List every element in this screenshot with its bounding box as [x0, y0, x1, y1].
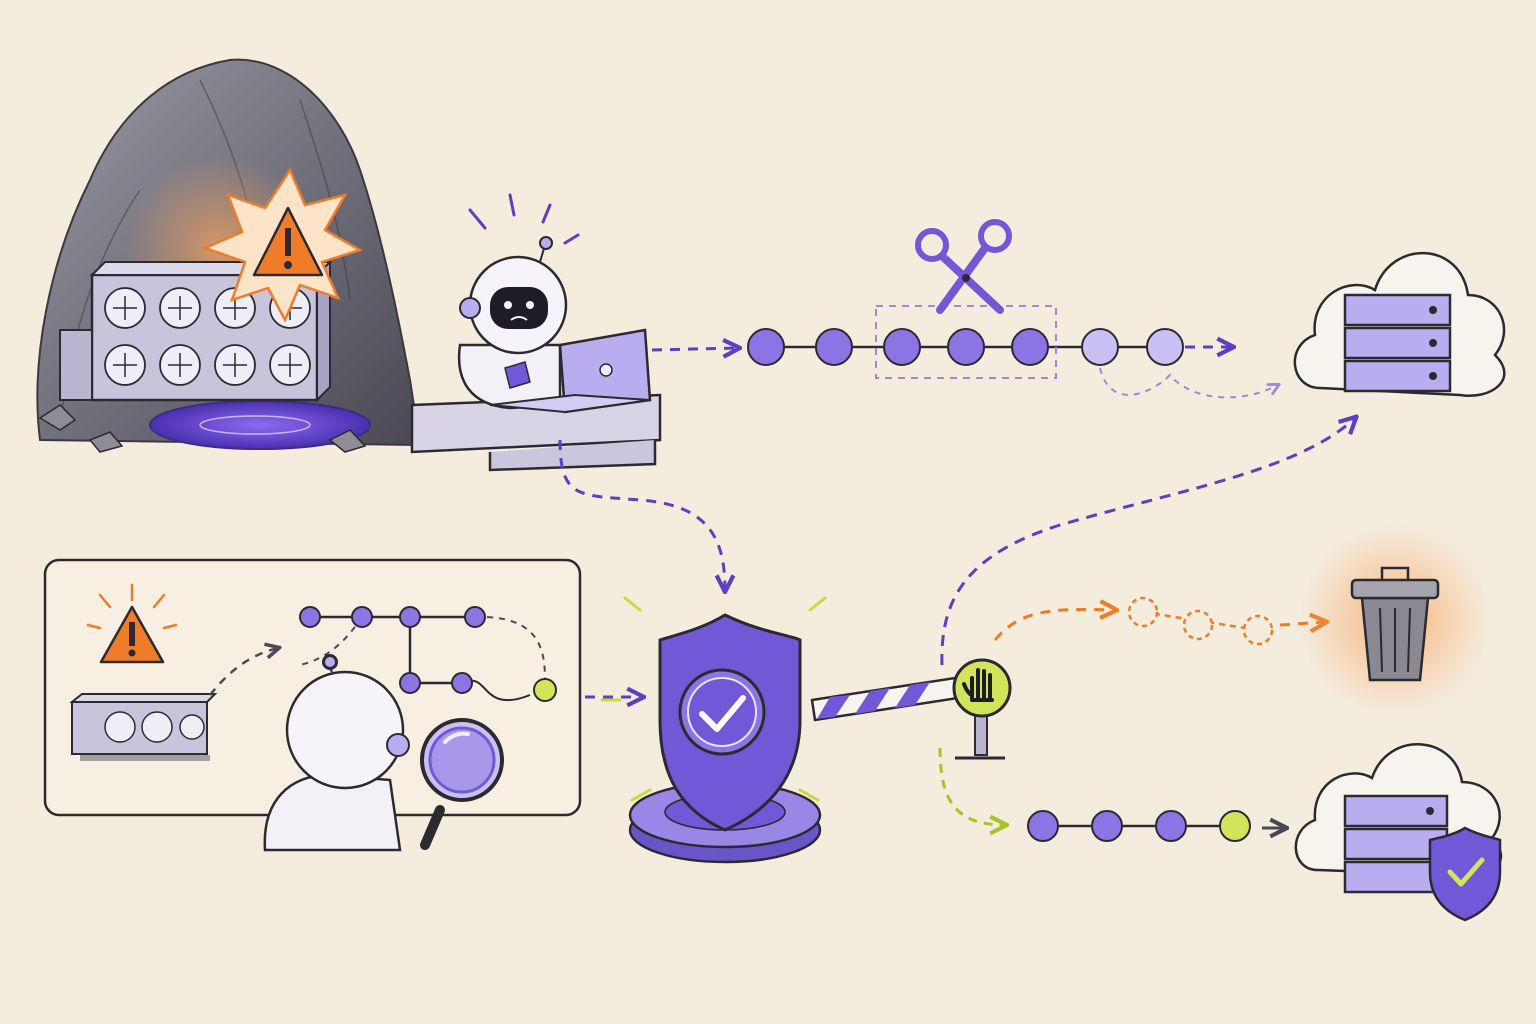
- cloud-server-icon: [1294, 743, 1503, 922]
- flow-arrow: [940, 418, 1355, 666]
- graph-node: [464, 606, 486, 628]
- graph-node: [399, 606, 421, 628]
- shield-check-icon: [658, 613, 802, 832]
- validation-gate: [600, 596, 1012, 864]
- robot-icon: [263, 655, 410, 852]
- trash-can-icon: [1300, 525, 1490, 715]
- cut-selection-box: [875, 305, 1057, 379]
- warning-icon: [86, 583, 178, 664]
- cloud-server-icon: [1293, 251, 1506, 398]
- chain-node: [1091, 810, 1123, 842]
- graph-node: [299, 606, 321, 628]
- cave-server-failure: [36, 58, 422, 453]
- chain-node: [1027, 810, 1059, 842]
- robot-icon: [457, 236, 568, 410]
- flow-arrow: [651, 348, 738, 350]
- inspection-panel: [43, 558, 582, 852]
- warning-icon: [201, 167, 364, 323]
- robot-at-laptop: [410, 193, 662, 472]
- accept-arrow: [938, 747, 1005, 825]
- reject-arrow: [993, 609, 1115, 641]
- server-rack-icon: [69, 693, 218, 761]
- flow-arrow: [558, 439, 725, 590]
- laptop-icon: [489, 328, 652, 414]
- chain-node: [815, 328, 853, 366]
- chain-node: [1155, 810, 1187, 842]
- barrier-arm: [810, 658, 1012, 760]
- magnifier-icon: [420, 718, 504, 850]
- shield-check-icon: [1428, 826, 1502, 922]
- rejected-chain: [1127, 596, 1325, 646]
- chain-node: [1219, 810, 1251, 842]
- graph-node: [399, 672, 421, 694]
- chain-node: [947, 328, 985, 366]
- chain-node: [1182, 609, 1214, 641]
- accepted-chain: [1027, 810, 1285, 842]
- chain-node: [1127, 596, 1159, 628]
- scissors-icon: [915, 219, 1012, 314]
- graph-node: [351, 606, 373, 628]
- chain-node: [747, 328, 785, 366]
- graph-node: [451, 672, 473, 694]
- chain-node: [1081, 328, 1119, 366]
- chain-node: [883, 328, 921, 366]
- graph-node: [533, 678, 557, 702]
- top-chain: [747, 219, 1278, 399]
- chain-node: [1146, 328, 1184, 366]
- chain-node: [1011, 328, 1049, 366]
- chain-node: [1242, 614, 1274, 646]
